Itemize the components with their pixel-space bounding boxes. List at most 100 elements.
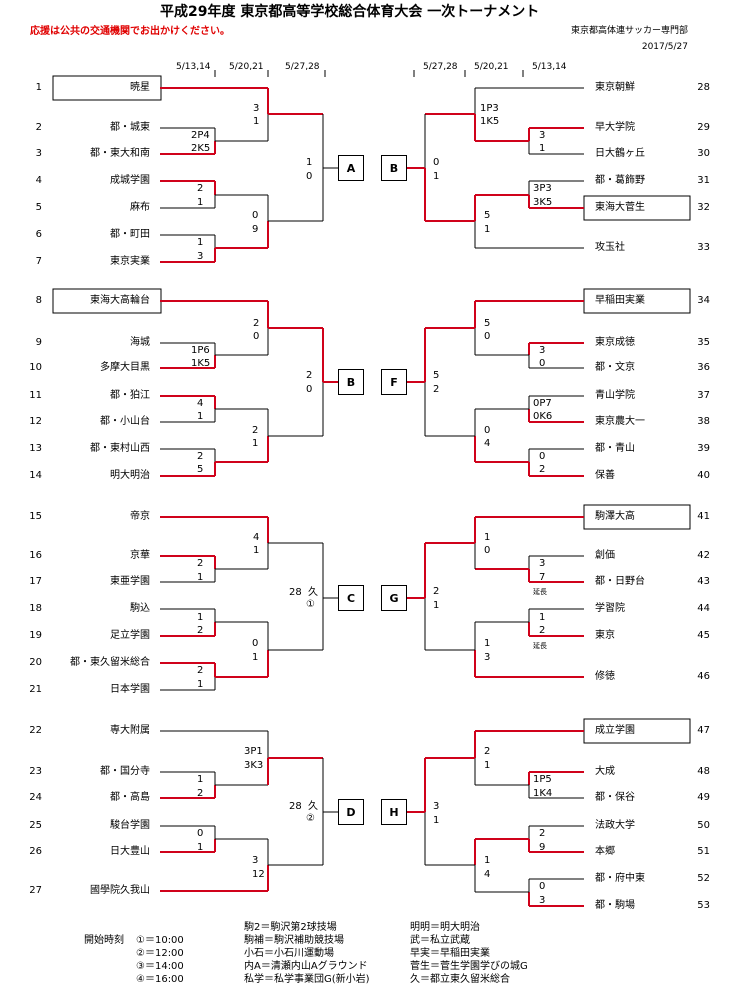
abbr-note-2: 武＝私立武蔵 <box>410 935 470 946</box>
left-team-name: 多摩大目黒 <box>100 362 150 373</box>
match-score: 1 <box>484 855 491 866</box>
right-team-number: 52 <box>697 873 710 884</box>
match-score: 0 <box>252 638 259 649</box>
match-score: 9 <box>252 224 259 235</box>
right-team-number: 28 <box>697 82 710 93</box>
match-score: 3 <box>539 895 546 906</box>
match-score: 3 <box>433 801 440 812</box>
match-score: 2 <box>197 665 204 676</box>
right-team-number: 34 <box>697 295 710 306</box>
left-team-number: 9 <box>35 337 42 348</box>
right-team-number: 44 <box>697 603 710 614</box>
left-team-number: 27 <box>29 885 42 896</box>
match-score: 1P6 <box>191 345 210 356</box>
right-team-number: 38 <box>697 416 710 427</box>
left-team-name: 都・小山台 <box>100 416 150 427</box>
match-score: 2 <box>253 318 260 329</box>
match-score: 3K5 <box>533 197 553 208</box>
right-team-name: 青山学院 <box>595 390 635 401</box>
date-header-right: 5/13,14 <box>532 62 567 72</box>
right-team-number: 45 <box>697 630 710 641</box>
left-team-number: 11 <box>29 390 42 401</box>
match-score: 0 <box>197 828 204 839</box>
right-team-name: 修徳 <box>595 671 615 682</box>
match-score: 2 <box>197 451 204 462</box>
left-team-name: 京華 <box>130 550 150 561</box>
date-header-left: 5/13,14 <box>176 62 211 72</box>
match-score: 5 <box>484 318 491 329</box>
match-score: 1 <box>539 612 546 623</box>
left-team-name: 都・高島 <box>110 792 150 803</box>
match-score: 3 <box>252 855 259 866</box>
left-team-number: 8 <box>35 295 42 306</box>
start-time-4: ④＝16:00 <box>136 974 184 985</box>
match-score: 0P7 <box>533 398 552 409</box>
match-score: 2 <box>306 370 313 381</box>
right-team-name: 東京 <box>595 630 615 641</box>
block-box-left: A <box>338 155 364 181</box>
match-score: 4 <box>484 438 491 449</box>
left-team-name: 都・東大和南 <box>90 148 150 159</box>
left-team-name: 東京実業 <box>110 256 150 267</box>
block-box-right: H <box>381 799 407 825</box>
left-team-name: 東亜学園 <box>110 576 150 587</box>
match-score: 1 <box>252 438 259 449</box>
match-score: 3 <box>197 251 204 262</box>
right-team-name: 都・府中東 <box>595 873 645 884</box>
right-team-number: 42 <box>697 550 710 561</box>
right-team-name: 創価 <box>595 550 615 561</box>
match-score: 2 <box>197 183 204 194</box>
right-team-number: 30 <box>697 148 710 159</box>
right-team-number: 43 <box>697 576 710 587</box>
left-team-name: 麻布 <box>130 202 150 213</box>
right-team-name: 早稲田実業 <box>595 295 645 306</box>
match-score: 1P5 <box>533 774 552 785</box>
right-team-number: 49 <box>697 792 710 803</box>
abbr-note-4: 菅生＝菅生学園学びの城G <box>410 961 528 972</box>
left-team-name: 足立学園 <box>110 630 150 641</box>
right-team-name: 東京成徳 <box>595 337 635 348</box>
match-score: 2 <box>252 425 259 436</box>
right-team-name: 東京農大一 <box>595 416 645 427</box>
match-score: 1 <box>197 411 204 422</box>
date-header-left: 5/27,28 <box>285 62 320 72</box>
right-team-name: 都・保谷 <box>595 792 635 803</box>
venue-note-5: 私学＝私学事業団G(新小岩) <box>244 974 370 985</box>
match-score: 7 <box>539 572 546 583</box>
right-team-number: 46 <box>697 671 710 682</box>
left-team-name: 駿台学園 <box>110 820 150 831</box>
left-team-name: 都・狛江 <box>110 390 150 401</box>
match-score: 0 <box>484 545 491 556</box>
right-team-name: 本郷 <box>595 846 615 857</box>
left-team-name: 國學院久我山 <box>90 885 150 896</box>
left-team-name: 都・城東 <box>110 122 150 133</box>
extra-time-note: 延長 <box>533 588 547 596</box>
match-score: 1 <box>433 600 440 611</box>
match-score: 1 <box>433 171 440 182</box>
left-team-number: 12 <box>29 416 42 427</box>
match-score: 0 <box>253 331 260 342</box>
match-score: 0 <box>539 881 546 892</box>
start-time-1: ①＝10:00 <box>136 935 184 946</box>
right-team-number: 32 <box>697 202 710 213</box>
match-score: 3 <box>539 130 546 141</box>
right-team-number: 50 <box>697 820 710 831</box>
left-team-number: 16 <box>29 550 42 561</box>
venue-note-4: 内A＝清瀬内山Aグラウンド <box>244 961 368 972</box>
abbr-note-1: 明明＝明大明治 <box>410 922 480 933</box>
left-team-name: 帝京 <box>130 511 150 522</box>
right-team-number: 51 <box>697 846 710 857</box>
left-team-number: 25 <box>29 820 42 831</box>
match-score: 1 <box>197 842 204 853</box>
right-team-number: 47 <box>697 725 710 736</box>
match-score: 1K5 <box>191 358 211 369</box>
match-score: 4 <box>484 869 491 880</box>
right-team-name: 都・青山 <box>595 443 635 454</box>
block-box-left: B <box>338 369 364 395</box>
match-score: 1 <box>253 116 260 127</box>
left-team-name: 都・東久留米総合 <box>70 657 150 668</box>
match-score: 0 <box>539 451 546 462</box>
match-score: 9 <box>539 842 546 853</box>
match-score: 1 <box>484 532 491 543</box>
left-team-number: 5 <box>35 202 42 213</box>
